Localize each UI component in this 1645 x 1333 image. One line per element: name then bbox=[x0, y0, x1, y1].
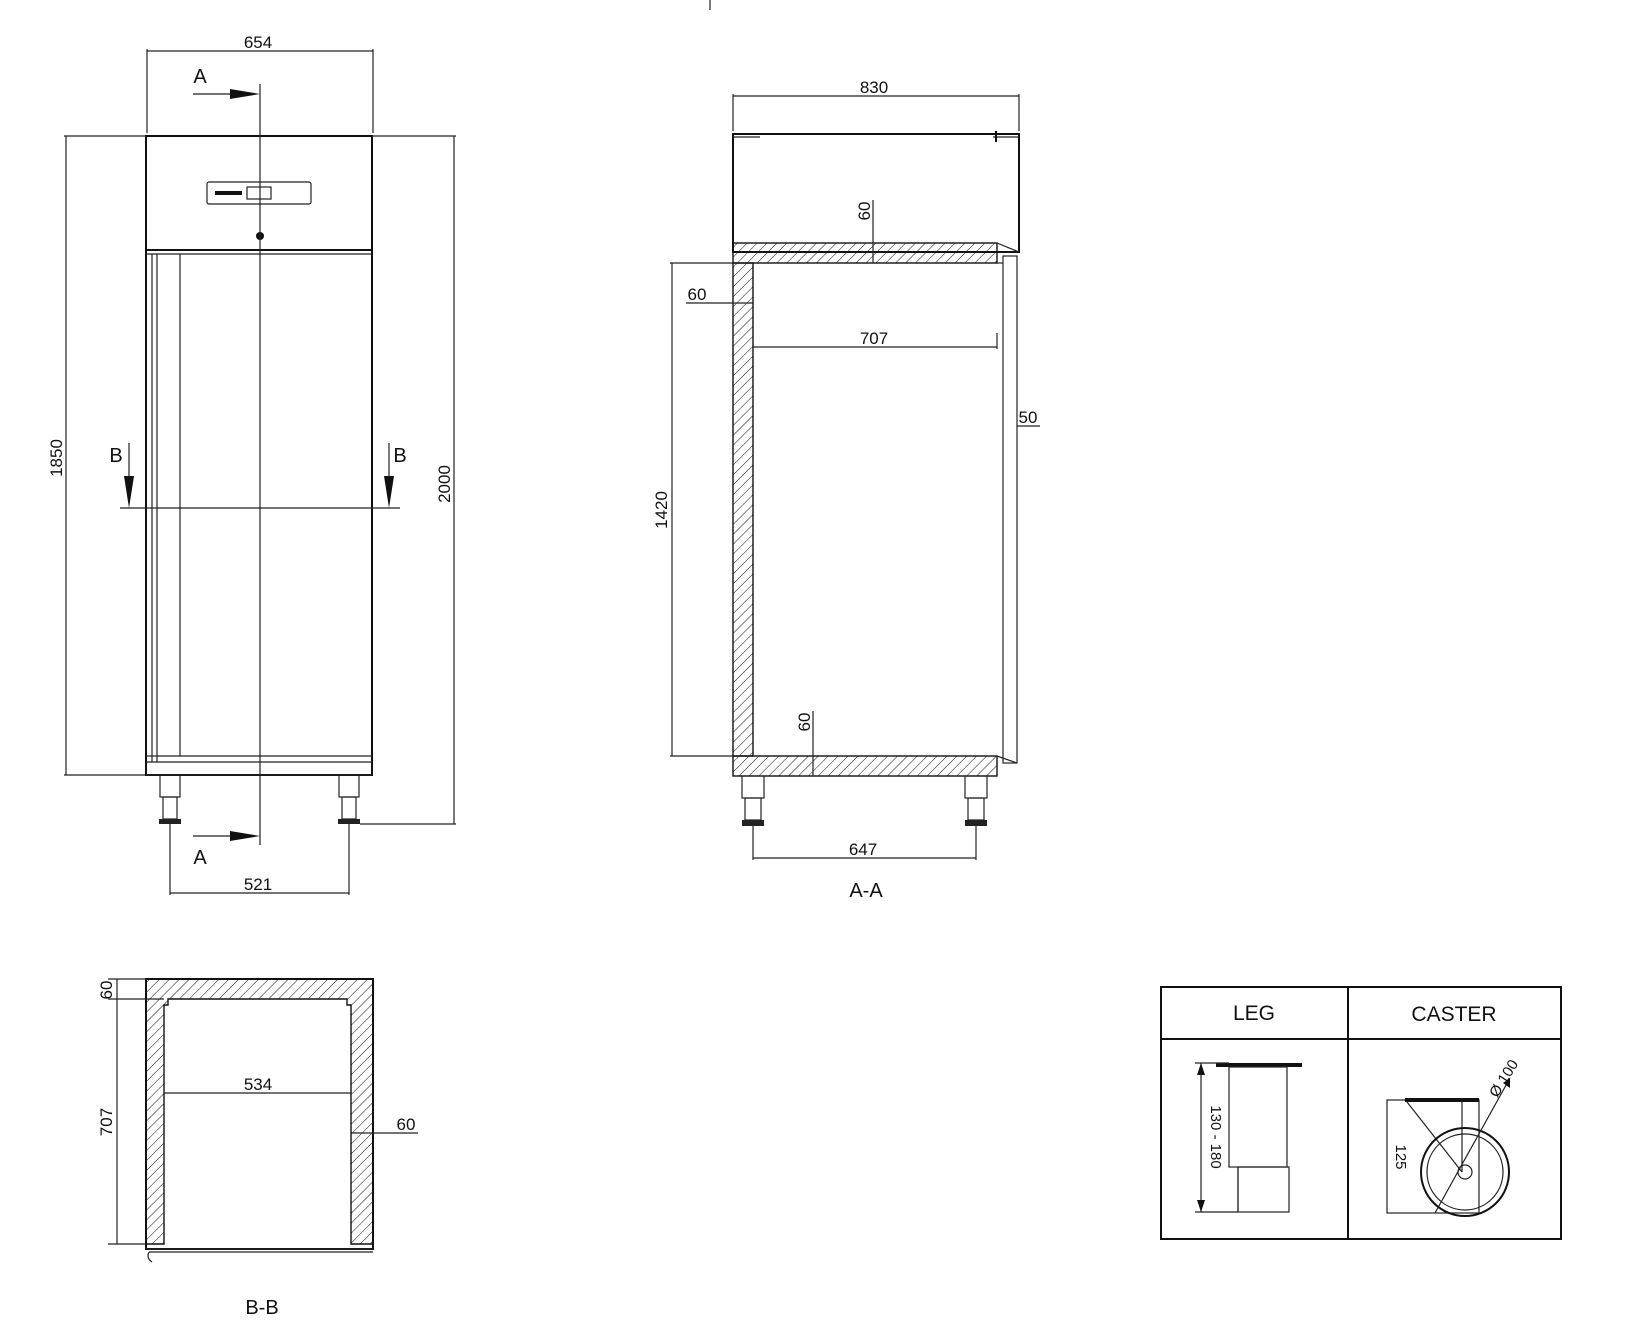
bb-insulation bbox=[145, 978, 374, 1245]
leg-spacing-dimension-label: 521 bbox=[244, 875, 272, 894]
leg-header: LEG bbox=[1233, 1002, 1275, 1025]
section-b-left-label: B bbox=[109, 445, 122, 467]
front-left-leg bbox=[159, 774, 181, 824]
aa-door-label: 50 bbox=[1019, 408, 1038, 427]
options-table: LEG CASTER 130 - 180 Ø 100 125 bbox=[1160, 986, 1562, 1240]
aa-depth-label: 830 bbox=[860, 78, 888, 97]
front-right-leg bbox=[338, 774, 360, 824]
body-height-dimension-label: 1850 bbox=[47, 439, 66, 477]
section-bb-title: B-B bbox=[245, 1297, 278, 1319]
width-dimension-label: 654 bbox=[244, 33, 272, 52]
section-aa: 830 60 60 707 50 1420 60 647 A-A bbox=[652, 78, 1040, 902]
leg-height-label: 130 - 180 bbox=[1207, 1105, 1224, 1168]
bb-door bbox=[147, 1251, 373, 1263]
aa-bottom-wall-label: 60 bbox=[795, 713, 814, 732]
aa-inner-height-label: 1420 bbox=[652, 491, 671, 529]
caster-detail: Ø 100 125 bbox=[1386, 1057, 1522, 1217]
front-view: 654 1850 2000 521 A A B B bbox=[47, 33, 456, 895]
aa-inner-depth-label: 707 bbox=[860, 329, 888, 348]
section-aa-title: A-A bbox=[849, 880, 883, 902]
bb-inner-width-label: 534 bbox=[244, 1075, 272, 1094]
caster-height-label: 125 bbox=[1392, 1144, 1409, 1169]
leg-detail: 130 - 180 bbox=[1195, 1062, 1302, 1213]
caster-header: CASTER bbox=[1411, 1003, 1496, 1026]
bb-back-wall-label: 60 bbox=[97, 981, 116, 1000]
section-a-bottom-label: A bbox=[193, 847, 207, 869]
aa-top-wall-label: 60 bbox=[855, 202, 874, 221]
door-section bbox=[1002, 255, 1018, 764]
bb-side-wall-label: 60 bbox=[397, 1115, 416, 1134]
top-insulation-wall bbox=[732, 242, 998, 264]
bb-outline bbox=[145, 978, 374, 1250]
back-insulation-wall bbox=[732, 262, 754, 757]
bb-inner-depth-label: 707 bbox=[97, 1108, 116, 1136]
aa-left-leg bbox=[742, 820, 764, 826]
section-a-top-label: A bbox=[193, 66, 207, 88]
section-bb: 60 707 534 60 B-B bbox=[97, 978, 418, 1319]
top-compartment bbox=[732, 133, 1020, 253]
total-height-dimension-label: 2000 bbox=[435, 465, 454, 503]
bottom-insulation-wall bbox=[732, 755, 998, 777]
aa-leg-spacing-label: 647 bbox=[849, 840, 877, 859]
section-b-right-label: B bbox=[393, 445, 406, 467]
aa-back-wall-label: 60 bbox=[688, 285, 707, 304]
caster-diameter-label: Ø 100 bbox=[1486, 1057, 1522, 1101]
aa-right-leg bbox=[965, 820, 987, 826]
control-panel bbox=[206, 181, 312, 205]
